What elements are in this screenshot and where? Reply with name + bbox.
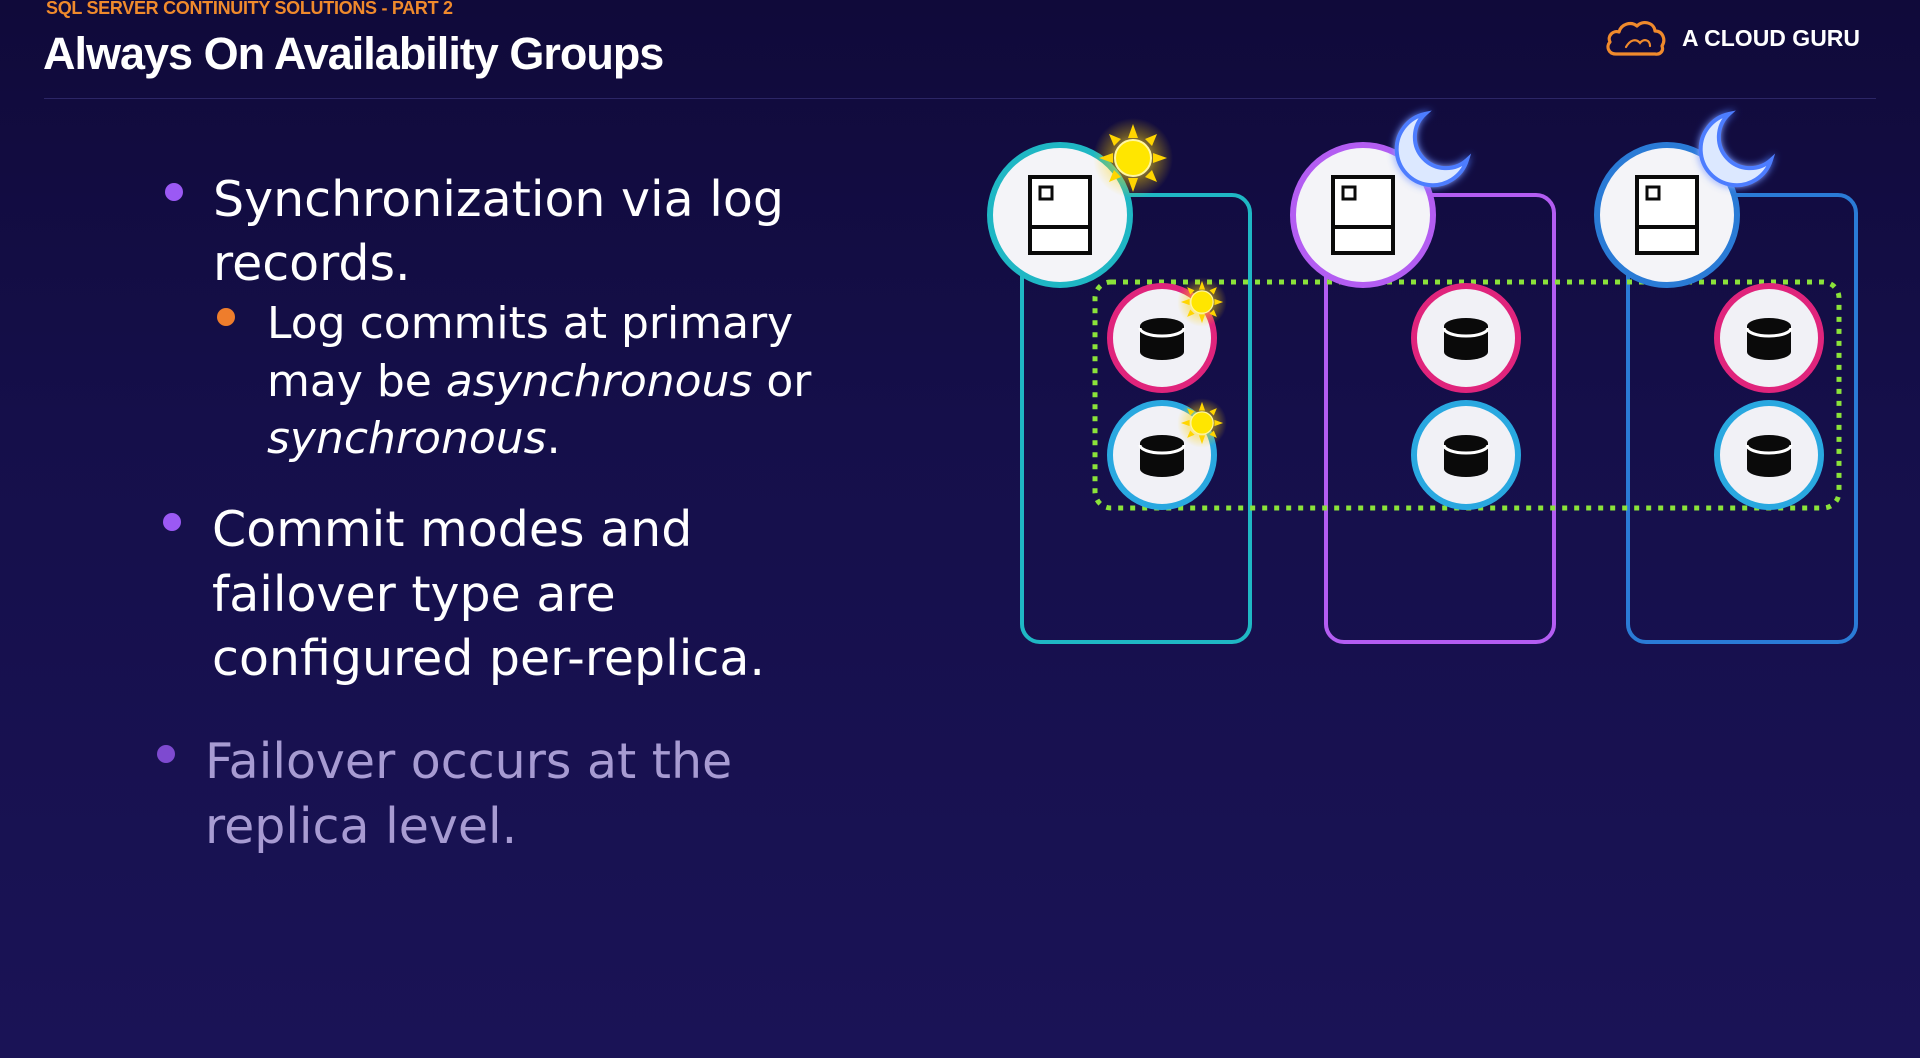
database-icon (1411, 283, 1521, 393)
sub-bullet-dot (217, 308, 235, 326)
brand-name: A CLOUD GURU (1682, 24, 1861, 51)
database-icon (1411, 400, 1521, 510)
brand-logo: A CLOUD GURU (1604, 16, 1860, 60)
sub-bullet-line-2: may be asynchronous or (267, 353, 811, 411)
bullet-2-line-1: Commit modes and (212, 501, 693, 558)
sun-icon (1092, 117, 1174, 199)
supertitle: SQL SERVER CONTINUITY SOLUTIONS - PART 2 (46, 0, 453, 18)
bullet-2-dot (163, 513, 181, 531)
server-icon (1290, 142, 1436, 288)
asynchronous-term: asynchronous (445, 356, 753, 407)
bullet-1-line-1: Synchronization via log (213, 171, 784, 228)
bullet-3-line-1: Failover occurs at the (205, 733, 733, 790)
slide-title: Always On Availability Groups (43, 28, 664, 79)
sun-icon (1176, 276, 1228, 328)
replica-2-box (1324, 193, 1556, 644)
server-icon (1594, 142, 1740, 288)
sun-icon (1176, 397, 1228, 449)
sub-bullet-line-1: Log commits at primary (267, 298, 794, 349)
database-icon (1714, 283, 1824, 393)
sub-bullet-text: . (546, 413, 561, 464)
server-icon (987, 142, 1133, 288)
bullet-2-line-3: configured per-replica. (212, 630, 765, 687)
moon-icon (1394, 110, 1472, 188)
sub-bullet-line-3: synchronous. (267, 410, 561, 468)
bullet-1-line-2: records. (213, 235, 411, 292)
synchronous-term: synchronous (267, 413, 547, 464)
bullet-3-dot (157, 745, 175, 763)
sub-bullet-text: or (752, 356, 812, 407)
moon-icon (1698, 110, 1776, 188)
database-icon (1714, 400, 1824, 510)
sub-bullet-text: may be (267, 356, 446, 407)
header-divider (44, 98, 1876, 99)
bullet-3-line-2: replica level. (205, 798, 518, 855)
replica-3-box (1626, 193, 1858, 644)
bullet-1-dot (165, 183, 183, 201)
bullet-2-line-2: failover type are (212, 566, 616, 623)
cloud-logo-icon (1606, 20, 1666, 56)
